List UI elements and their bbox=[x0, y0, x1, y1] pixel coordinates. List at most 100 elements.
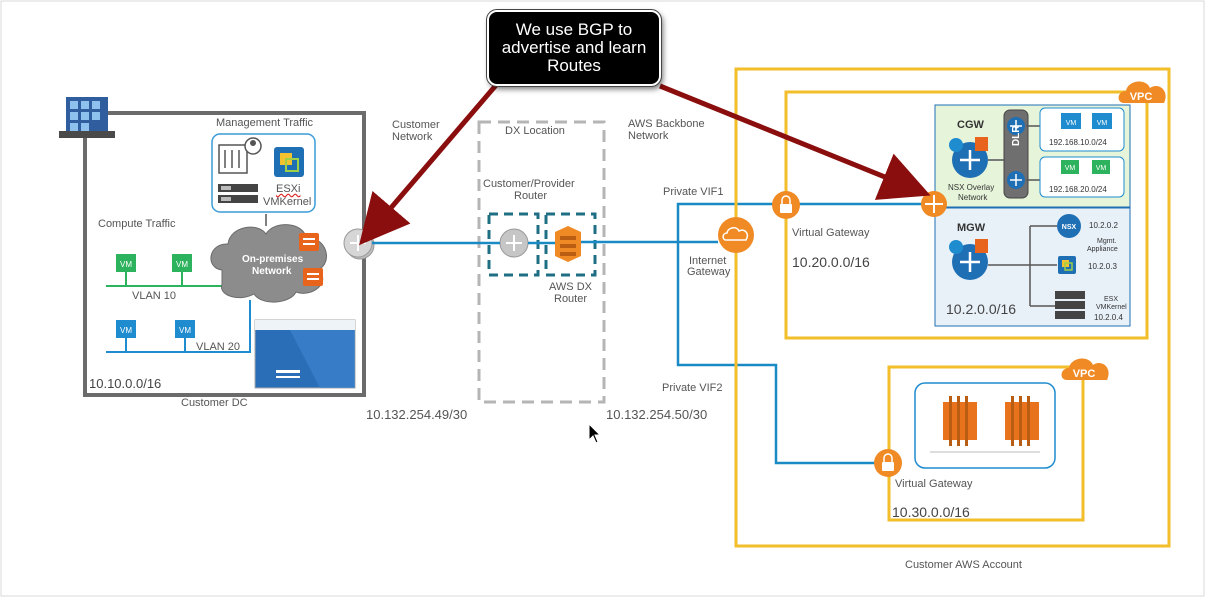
nsx-overlay-label-line1: NSX Overlay bbox=[948, 183, 995, 192]
on-premises-network-cloud bbox=[210, 224, 327, 303]
dx-location-box bbox=[477, 120, 606, 404]
vcenter-ip-label: 10.2.0.3 bbox=[1088, 262, 1117, 271]
vm-icon: VM bbox=[1092, 160, 1110, 174]
mgmt-appliance-label-line1: Mgmt. bbox=[1097, 238, 1117, 245]
management-traffic-label: Management Traffic bbox=[216, 117, 314, 129]
compute-traffic-label: Compute Traffic bbox=[98, 218, 176, 230]
dlr-router-icon bbox=[1007, 171, 1025, 189]
mgw-label: MGW bbox=[957, 222, 986, 234]
customer-network-label-line2: Network bbox=[392, 131, 433, 143]
vpc2-cidr: 10.30.0.0/16 bbox=[892, 504, 970, 520]
esx-label-line1: ESX bbox=[1104, 296, 1119, 303]
vm-icon: VM bbox=[116, 320, 136, 352]
customer-dc-cidr: 10.10.0.0/16 bbox=[89, 376, 162, 391]
ec2-instance-icon bbox=[943, 396, 977, 446]
ec2-instance-icon bbox=[1005, 396, 1039, 446]
dlr-router-icon bbox=[1007, 117, 1025, 135]
customer-side-ip: 10.132.254.49/30 bbox=[366, 407, 468, 422]
aws-dx-router-label-line1: AWS DX bbox=[549, 281, 592, 293]
nsx-ip-label: 10.2.0.2 bbox=[1089, 221, 1118, 230]
firewall-icon bbox=[299, 233, 319, 251]
vm-badge-text: VM bbox=[1066, 120, 1077, 127]
vsphere-console-thumbnail bbox=[254, 319, 356, 389]
internet-gateway-icon bbox=[718, 217, 754, 253]
virtual-gateway-lock-icon bbox=[772, 191, 800, 219]
customer-network-label-line1: Customer bbox=[392, 119, 440, 131]
bgp-callout: We use BGP to advertise and learn Routes bbox=[486, 9, 662, 87]
aws-backbone-label-line2: Network bbox=[628, 130, 669, 142]
customer-aws-account-box bbox=[734, 67, 1171, 548]
esx-host-icon bbox=[1055, 291, 1085, 319]
esx-label-line2: VMKernel bbox=[1096, 304, 1127, 311]
server-rack-icon bbox=[218, 184, 258, 203]
vm-icon: VM bbox=[172, 254, 192, 286]
internet-gateway-label-line1: Internet bbox=[689, 255, 727, 267]
esxi-icon bbox=[274, 147, 304, 177]
mgmt-appliance-label-line2: Appliance bbox=[1087, 246, 1118, 253]
cgw-router-icon bbox=[949, 137, 988, 178]
management-console-icon bbox=[218, 137, 262, 174]
vm-icon: VM bbox=[175, 320, 195, 352]
customer-provider-router-box bbox=[487, 212, 540, 277]
vlan20-line bbox=[106, 300, 251, 353]
aws-direct-connect-icon bbox=[555, 226, 581, 262]
private-vif2-link bbox=[676, 242, 888, 465]
customer-aws-account-label: Customer AWS Account bbox=[905, 559, 1022, 571]
vm-badge-text: VM bbox=[179, 326, 191, 335]
vm-badge-text: VM bbox=[120, 326, 132, 335]
datacenter-building-icon bbox=[59, 97, 115, 138]
mgw-router-icon bbox=[949, 239, 988, 280]
vpc1-virtual-gateway-label: Virtual Gateway bbox=[792, 227, 870, 239]
private-vif2-label: Private VIF2 bbox=[662, 382, 723, 394]
dx-location-label: DX Location bbox=[505, 125, 565, 137]
vm-badge-text: VM bbox=[1097, 120, 1108, 127]
vm-icon: VM bbox=[1061, 113, 1081, 129]
vm-icon: VM bbox=[116, 254, 136, 286]
vm-badge-text: VM bbox=[1065, 165, 1076, 172]
aws-backbone-label-line1: AWS Backbone bbox=[628, 118, 705, 130]
vpc-badge-text: VPC bbox=[1073, 368, 1096, 380]
vpc1-cidr: 10.20.0.0/16 bbox=[792, 254, 870, 270]
firewall-icon bbox=[303, 268, 323, 286]
nsx-manager-icon: NSX bbox=[1057, 214, 1081, 238]
bgp-arrow-left bbox=[358, 82, 499, 246]
aws-dx-router-box bbox=[544, 212, 597, 277]
vm-badge-text: VM bbox=[1096, 165, 1107, 172]
vlan20-label: VLAN 20 bbox=[196, 341, 241, 353]
vm-badge-text: VM bbox=[176, 260, 188, 269]
vm-badge-text: VM bbox=[120, 260, 132, 269]
bgp-callout-text: We use BGP to advertise and learn Routes bbox=[501, 20, 647, 75]
esx-ip-label: 10.2.0.4 bbox=[1094, 313, 1123, 322]
esxi-label: ESXi bbox=[276, 183, 301, 195]
aws-dx-router-label-line2: Router bbox=[554, 293, 588, 305]
customer-provider-router-label-line2: Router bbox=[514, 190, 548, 202]
vlan10-label: VLAN 10 bbox=[132, 290, 177, 302]
virtual-gateway-lock-icon bbox=[874, 449, 902, 477]
customer-dc-label: Customer DC bbox=[181, 397, 248, 409]
dlr-label: DLR bbox=[1011, 125, 1022, 146]
vpc2-virtual-gateway-label: Virtual Gateway bbox=[895, 478, 973, 490]
provider-router-icon bbox=[499, 228, 529, 258]
vpc2-box bbox=[887, 365, 1085, 522]
mgmt-cidr: 10.2.0.0/16 bbox=[946, 301, 1017, 317]
vmkernel-label: VMKernel bbox=[263, 196, 312, 208]
subnet1-label: 192.168.10.0/24 bbox=[1049, 138, 1107, 147]
vm-icon: VM bbox=[1061, 160, 1079, 174]
vpc-cloud-icon: VPC bbox=[1061, 358, 1109, 380]
vm-icon: VM bbox=[1092, 113, 1112, 129]
bgp-arrow-right bbox=[659, 83, 931, 200]
private-vif1-link bbox=[676, 202, 933, 242]
mouse-cursor-icon bbox=[588, 422, 602, 444]
internet-gateway-label-line2: Gateway bbox=[687, 266, 731, 278]
private-vif1-label: Private VIF1 bbox=[663, 186, 724, 198]
onprem-network-label-line2: Network bbox=[252, 266, 292, 277]
nsx-badge-text: NSX bbox=[1062, 224, 1077, 231]
vpc-badge-text: VPC bbox=[1130, 91, 1153, 103]
onprem-network-label-line1: On-premises bbox=[242, 254, 304, 265]
vpc-cloud-icon: VPC bbox=[1118, 81, 1166, 103]
vcenter-icon bbox=[1058, 256, 1076, 274]
subnet2-label: 192.168.20.0/24 bbox=[1049, 185, 1107, 194]
nsx-overlay-label-line2: Network bbox=[958, 193, 988, 202]
